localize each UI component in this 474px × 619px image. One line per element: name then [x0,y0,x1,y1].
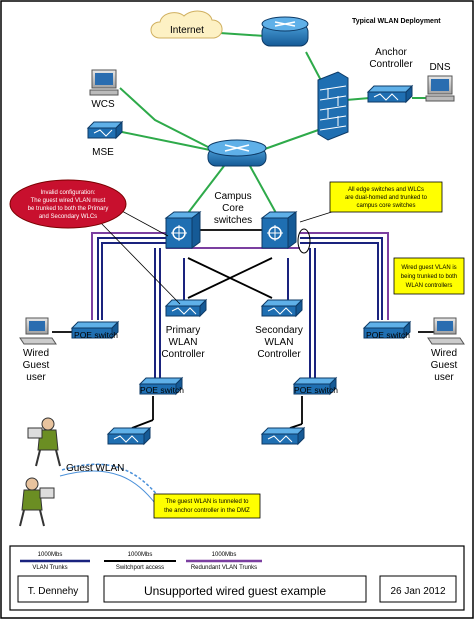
primary-wlan-label-1: Primary [166,325,200,336]
trunk-left-edge [97,237,166,320]
campus-core-label-2: Core [222,203,244,214]
svg-text:the anchor controller in the D: the anchor controller in the DMZ [164,508,250,514]
svg-text:being trunked to both: being trunked to both [401,274,457,280]
svg-text:The guest WLAN is tunneled to: The guest WLAN is tunneled to [165,499,249,505]
secondary-wlan-label-1: Secondary [255,325,303,336]
svg-text:WLAN controllers: WLAN controllers [406,283,453,289]
svg-text:1000Mbs: 1000Mbs [38,552,63,558]
footer-date-box [379,575,457,603]
guest-wlan-tunnel-curve [61,463,166,506]
secondary-wlan-label-3: Controller [257,349,301,360]
callout-wired-guest-trunk: Wired guest VLAN is being trunked to bot… [393,257,465,295]
dns-label: DNS [429,62,450,73]
callout-guest-tunnel: The guest WLAN is tunneled to the anchor… [153,493,261,519]
mse-label: MSE [92,147,114,158]
svg-text:campus core switches: campus core switches [356,203,415,209]
link-firewall-corerouter [261,127,325,151]
wired-guest-left-label-1: Wired [23,348,49,359]
callout-dual-homed: All edge switches and WLCs are dual-home… [299,181,443,223]
core-router-icon [207,139,267,167]
anchor-controller-label-2: Controller [369,59,413,70]
poe-switch-left-edge: POE switch [70,320,120,340]
core-switch-right-icon [260,211,298,249]
poe-switch-access-left-label: POE switch [140,385,184,395]
footer-date: 26 Jan 2012 [390,586,445,597]
anchor-controller-label-1: Anchor [375,47,407,58]
svg-text:and Secondary WLCs: and Secondary WLCs [39,214,97,220]
redundant-trunk-right [300,232,389,320]
secondary-wlan-controller-icon [260,298,304,318]
campus-core-label-3: switches [214,215,252,226]
wireless-guest-user-1-icon [27,417,61,467]
poe-switch-right-label: POE switch [366,330,410,340]
legend-item-switchport-access: 1000Mbs Switchport access [104,552,176,571]
svg-text:Switchport access: Switchport access [116,565,164,571]
wired-guest-right-label-1: Wired [431,348,457,359]
trunk-right-edge [300,237,383,320]
link-wcs-corerouter [119,87,211,149]
internet-router-icon [261,16,309,47]
access-point-left-icon [106,426,152,446]
poe-switch-right-access: POE switch [292,376,338,396]
svg-text:are dual-homed and trunked to: are dual-homed and trunked to [345,195,428,201]
link-corerouter-coreL [187,165,225,214]
svg-text:Wired guest VLAN is: Wired guest VLAN is [401,265,456,271]
wired-guest-right-label-2: Guest [431,360,458,371]
footer-title: Unsupported wired guest example [144,584,326,598]
dns-server-icon [425,75,455,102]
diagram-title: Typical WLAN Deployment [352,18,441,25]
secondary-wlan-label-2: WLAN [265,337,294,348]
campus-core-label-1: Campus [214,191,251,202]
legend-item-vlan-trunks: 1000Mbs VLAN Trunks [20,552,90,571]
primary-wlan-label-2: WLAN [169,337,198,348]
core-switch-left-icon [164,211,202,249]
anchor-controller-icon [366,84,414,104]
trunk-bundle-marker [297,228,311,254]
svg-text:Redundant VLAN Trunks: Redundant VLAN Trunks [191,565,257,571]
link-mse-corerouter [121,131,211,151]
wired-guest-right-label-3: user [434,372,454,383]
svg-text:1000Mbs: 1000Mbs [212,552,237,558]
wired-guest-pc-left-icon [19,317,57,345]
guest-wlan-label: Guest WLAN [66,463,124,474]
svg-text:VLAN Trunks: VLAN Trunks [32,565,67,571]
legend-footer: 1000Mbs VLAN Trunks 1000Mbs Switchport a… [9,545,465,611]
wcs-label: WCS [91,99,115,110]
poe-switch-left-access: POE switch [138,376,184,396]
wcs-server-icon [89,69,119,96]
redundant-trunk-left [91,232,166,320]
link-corerouter-coreR [249,165,277,214]
svg-text:Invalid configuration:: Invalid configuration: [40,190,95,196]
svg-text:The guest wired VLAN must: The guest wired VLAN must [31,198,106,204]
poe-switch-access-right-label: POE switch [294,385,338,395]
legend-item-redundant-trunks: 1000Mbs Redundant VLAN Trunks [186,552,262,571]
link-firewall-anchor [345,97,371,101]
wired-guest-pc-right-icon [427,317,465,345]
mse-appliance-icon [86,120,124,140]
links [52,31,436,429]
wired-guest-left-label-2: Guest [23,360,50,371]
callout-invalid-configuration: Invalid configuration: The guest wired V… [9,179,181,305]
internet-label: Internet [170,25,204,36]
svg-text:be trunked to both the Primary: be trunked to both the Primary [28,206,109,212]
primary-wlan-label-3: Controller [161,349,205,360]
footer-author-box [17,575,89,603]
poe-switch-left-label: POE switch [74,330,118,340]
primary-wlan-controller-icon [164,298,208,318]
access-point-right-icon [260,426,306,446]
wireless-guest-user-2-icon [19,477,55,527]
footer-title-box [103,575,367,603]
poe-switch-right-edge: POE switch [362,320,412,340]
firewall-icon [317,71,349,141]
footer-author: T. Dennehy [28,586,79,597]
internet-cloud: Internet [150,10,223,39]
wired-guest-left-label-3: user [26,372,46,383]
core-cross-link-2 [187,257,273,299]
svg-text:All edge switches and WLCs: All edge switches and WLCs [348,187,424,193]
svg-text:1000Mbs: 1000Mbs [128,552,153,558]
